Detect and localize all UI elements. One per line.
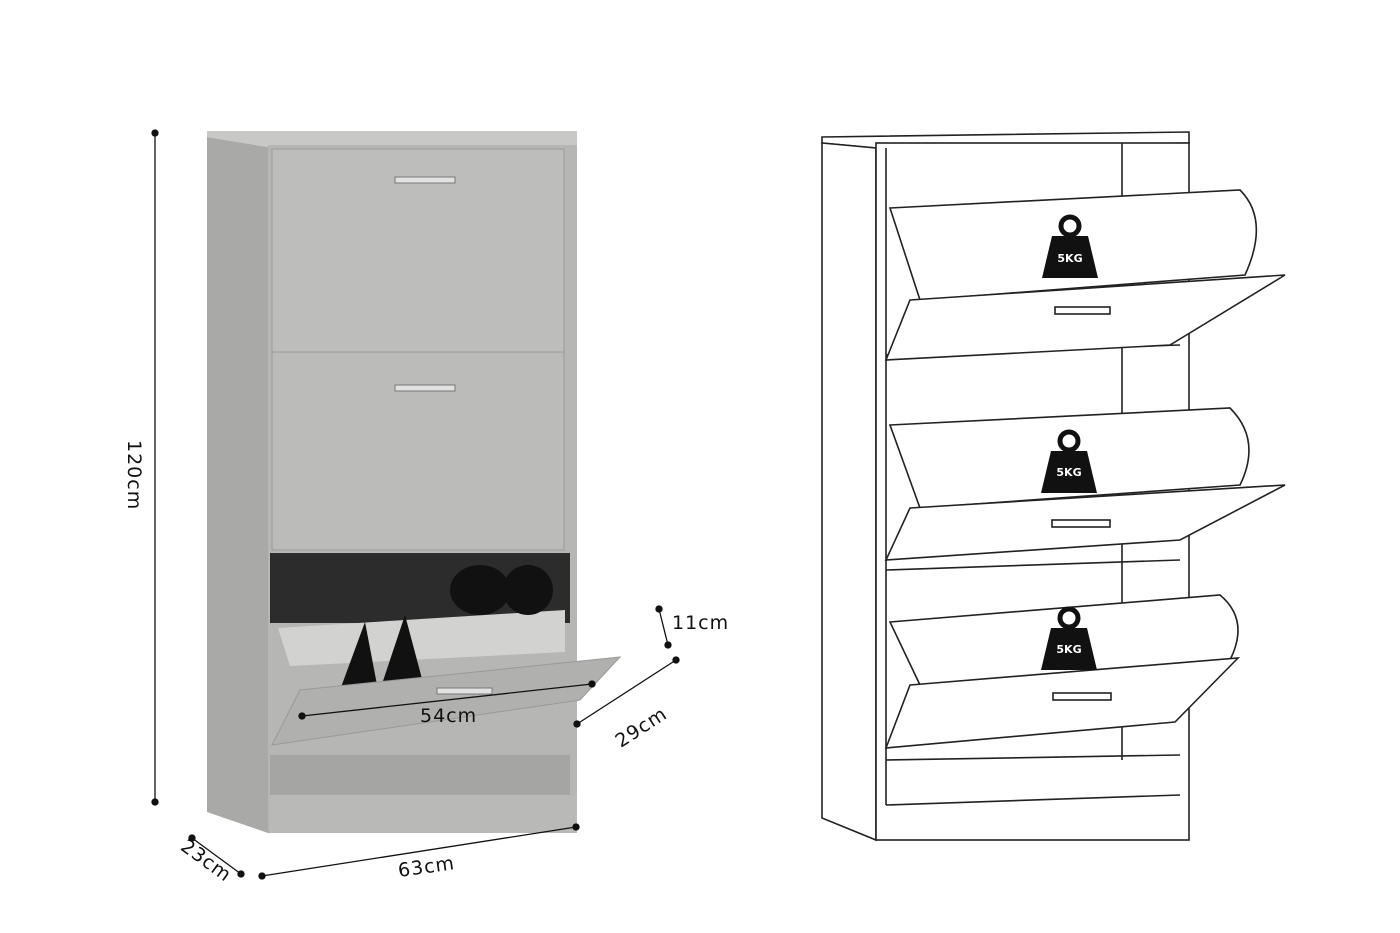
flap-gap-label: 11cm	[672, 612, 729, 634]
dimension-lines	[151, 129, 680, 880]
weight-label: 5KG	[1056, 643, 1081, 656]
depth-label: 23cm	[177, 835, 236, 886]
weight-icon-2: 5KG	[1041, 429, 1097, 493]
inner-width-label: 54cm	[420, 705, 477, 727]
shoes	[450, 565, 510, 615]
open-flap	[271, 656, 622, 746]
cabinet-photo	[207, 131, 622, 833]
drawer-2	[271, 351, 565, 551]
cabinet-line-drawing	[821, 131, 1286, 842]
handle-2	[394, 384, 456, 392]
weight-icon-1: 5KG	[1042, 214, 1098, 278]
weight-label: 5KG	[1056, 466, 1081, 479]
height-label: 120cm	[123, 440, 145, 510]
weight-label: 5KG	[1057, 252, 1082, 265]
width-label: 63cm	[397, 852, 457, 882]
handle-1	[394, 176, 456, 184]
weight-icon-3: 5KG	[1041, 606, 1097, 670]
flap-depth-label: 29cm	[611, 703, 671, 753]
